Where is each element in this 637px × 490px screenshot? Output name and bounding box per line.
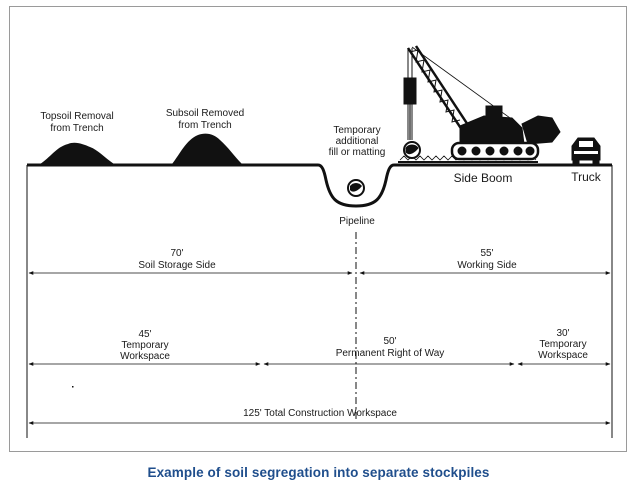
temp-left-label-1: Temporary [121,340,168,351]
truck-label: Truck [571,170,602,184]
soil-segregation-diagram: Topsoil Removal from Trench Subsoil Remo… [26,45,613,438]
diagram-frame [9,6,627,452]
temp-left-label-2: Workspace [120,351,170,362]
topsoil-label-2: from Trench [50,123,103,134]
topsoil-label-1: Topsoil Removal [40,111,113,122]
temp-fill-label-1: Temporary [333,125,380,136]
working-side-value: 55' [480,248,493,259]
side-boom-label: Side Boom [454,171,513,185]
permanent-value: 50' [383,336,396,347]
side-boom-icon [403,45,561,161]
pipeline-symbol [347,179,365,197]
pipeline-label: Pipeline [339,216,375,227]
subsoil-pile [172,133,242,164]
soil-storage-label: Soil Storage Side [138,260,216,271]
truck-icon [571,137,601,166]
subsoil-label-1: Subsoil Removed [166,108,244,119]
temp-right-label-1: Temporary [539,339,586,350]
temp-fill-label-3: fill or matting [329,147,386,158]
figure-caption: Example of soil segregation into separat… [147,465,490,480]
total-label: 125' Total Construction Workspace [243,408,397,419]
soil-storage-value: 70' [170,248,183,259]
temp-right-value: 30' [556,328,569,339]
temp-left-value: 45' [138,329,151,340]
permanent-label: Permanent Right of Way [336,348,445,359]
temp-right-label-2: Workspace [538,350,588,361]
temp-fill-label-2: additional [336,136,379,147]
stray-dot [72,386,74,388]
ground-line [27,163,612,208]
topsoil-pile [40,142,114,164]
subsoil-label-2: from Trench [178,120,231,131]
working-side-label: Working Side [457,260,517,271]
